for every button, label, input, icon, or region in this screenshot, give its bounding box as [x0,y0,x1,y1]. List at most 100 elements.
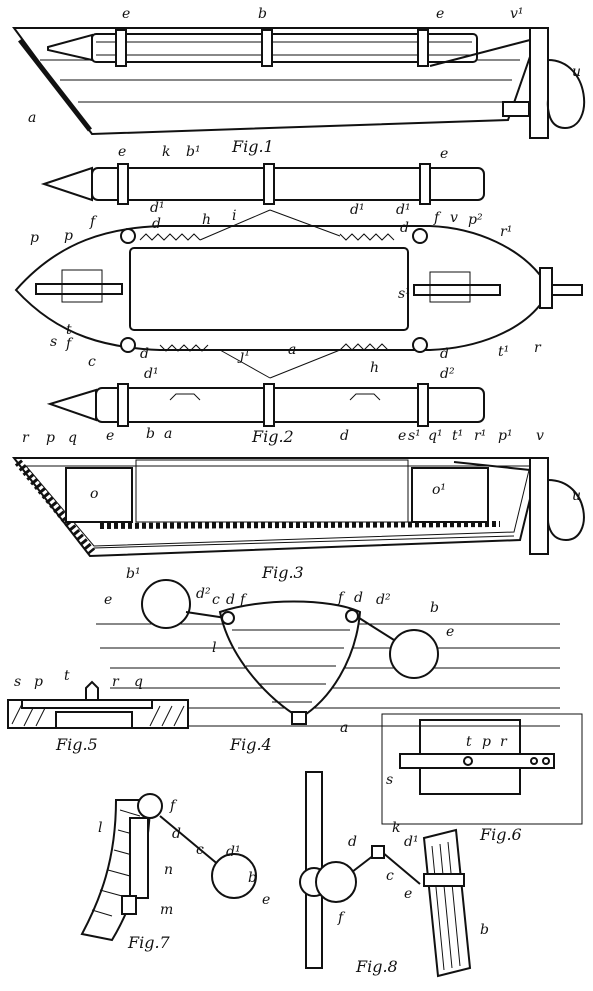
fig4-label-b1: b¹ [126,566,141,582]
fig8-label-f: f [337,910,346,926]
fig2-label-r1: r¹ [500,224,512,240]
fig4-caption: Fig.4 [229,735,272,754]
fig4-label-f2: f [337,590,346,606]
fig2-bottom-band-2 [263,383,275,427]
fig4-label-f: f [239,592,248,608]
fig2-caption: Fig.2 [251,427,294,446]
fig2-spring-h-3 [159,344,209,352]
fig2-label-d2: d [400,220,409,236]
fig3-rudder-u [547,479,585,542]
fig6-rivet [530,757,538,765]
fig7-label-n: n [164,862,173,878]
fig8-arm-d1 [381,851,421,885]
fig2-link-3 [219,349,271,379]
fig3-rudder-post [529,457,549,555]
fig1-float-nose [47,33,93,62]
fig3-label-o1: o¹ [432,482,446,498]
fig4-joint-left [221,611,235,625]
fig2-label-d2b: d² [440,366,455,382]
fig2-label-s: s [50,334,57,350]
fig2-label-p1: p¹ [498,428,513,444]
fig2-cockpit [129,247,409,331]
fig2-label-s1: s¹ [398,286,411,302]
fig2-spring-h-4 [339,343,389,351]
fig2-label-d1: d¹ [150,200,165,216]
fig2-label-t: t [66,322,72,338]
fig2-label-k: k [162,144,170,160]
fig4-label-d3: d [354,590,363,606]
fig4-hull-ribs [232,629,350,703]
fig2-latch-p [35,283,123,295]
fig4-label-l: l [212,640,216,656]
fig2-label-v2: v [536,428,544,444]
fig1-label-u: u [572,64,581,80]
fig5-label-t: t [64,668,70,684]
fig2-joint-f2 [412,228,428,244]
fig6-caption: Fig.6 [479,825,522,844]
fig5-knob-t [85,680,99,701]
fig4-label-d: d [226,592,235,608]
fig4-keel [291,711,307,725]
fig7-label-m: m [160,902,173,918]
fig2-bottom-float [95,387,485,423]
fig6-label-s: s [386,772,393,788]
fig1-label-a: a [28,110,36,126]
fig7-label-f: f [169,798,178,814]
figure-5: s p t r q Fig.5 [7,668,189,754]
fig6-plate [381,713,583,825]
fig6-bar [399,753,555,769]
fig1-label-v1: v¹ [510,6,524,22]
fig2-label-f3: f [65,336,74,352]
fig4-arm-right [355,615,395,641]
fig7-mount-m [121,895,137,915]
figure-2: e k b¹ e d¹ d¹ d¹ f d h i d f v p² r¹ p … [14,144,583,446]
fig1-brace [429,39,531,67]
fig1-planking [40,59,520,103]
fig4-float-left [141,579,191,629]
fig4-float-right [389,629,439,679]
figure-8: k d d¹ c e f b Fig.8 [299,771,489,978]
fig1-bow-stem [18,38,92,132]
fig4-label-b: b [430,600,439,616]
fig7-float-b [211,853,257,899]
fig1-float-shading [96,41,472,56]
fig2-label-d5: d [340,428,349,444]
fig2-stern-fitting [539,267,553,309]
fig1-label-e2: e [436,6,444,22]
fig2-label-r1b: r¹ [474,428,486,444]
fig3-label-p: p [46,430,55,446]
fig2-label-a2: a [164,426,172,442]
fig7-bracket-n [129,817,149,899]
fig8-float-b [422,828,472,978]
fig2-label-d1b: d¹ [350,202,365,218]
fig4-label-e: e [104,592,112,608]
fig2-label-e2: e [440,146,448,162]
fig2-bottom-float-nose [46,388,97,422]
fig2-top-band-2 [263,163,275,205]
fig3-cockpit [135,459,409,523]
fig3-keel-line [93,535,515,549]
fig2-label-d1c: d¹ [396,202,411,218]
fig2-spring-h-1 [139,233,201,241]
fig2-latch-box [61,269,103,303]
fig2-top-float [91,167,485,201]
fig8-caption: Fig.8 [355,957,398,976]
figure-6: t p r s Fig.6 [381,713,583,844]
fig3-label-u: u [572,488,581,504]
fig4-label-d2: d² [196,586,211,602]
fig8-float-shading [431,841,461,971]
fig2-spring-h-2 [339,233,395,241]
fig2-label-h: h [202,212,211,228]
fig2-label-d1d: d¹ [144,366,159,382]
fig6-knob [463,756,473,766]
fig2-label-f2: f [433,210,442,226]
fig2-link [199,209,271,241]
fig2-label-d3: d [140,346,149,362]
fig2-joint-f [120,228,136,244]
fig3-label-q: q [68,430,77,446]
fig4-label-c: c [212,592,220,608]
fig6-label-r: r [500,734,508,750]
fig2-top-band-3 [419,163,431,205]
fig2-label-e3: e [398,428,406,444]
fig3-hull [11,457,542,558]
